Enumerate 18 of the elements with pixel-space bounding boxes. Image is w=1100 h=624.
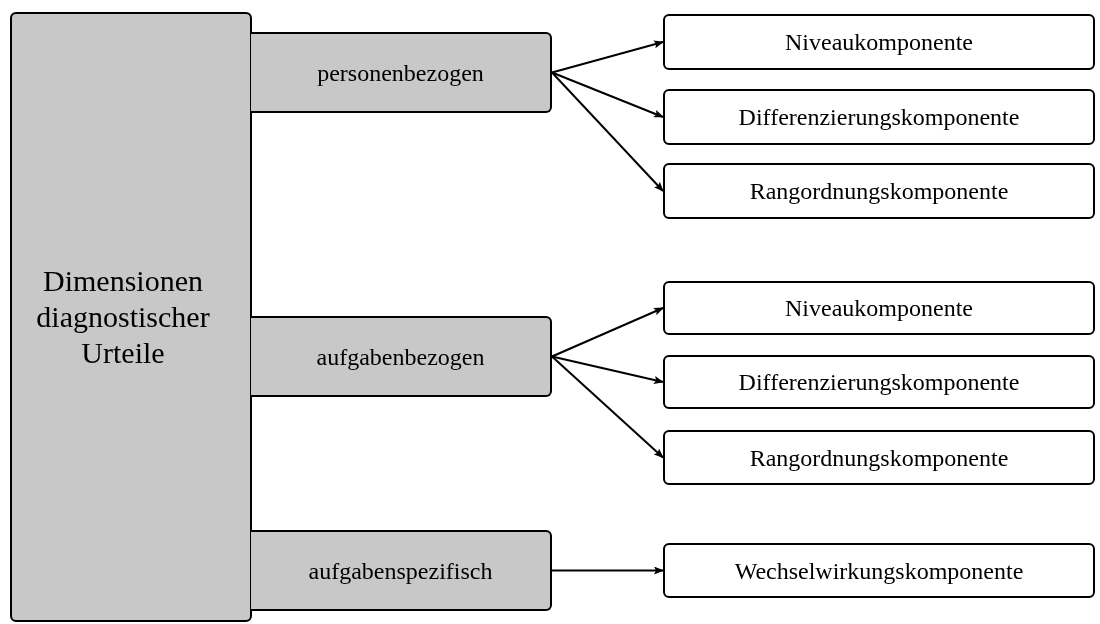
- component-box: Rangordnungskomponente: [663, 163, 1095, 219]
- component-box: Differenzierungskomponente: [663, 355, 1095, 409]
- arrow: [551, 40, 664, 74]
- component-box: Differenzierungskomponente: [663, 89, 1095, 145]
- arrow: [551, 71, 664, 192]
- component-box: Wechselwirkungskomponente: [663, 543, 1095, 598]
- dimension-tab: aufgabenspezifisch: [251, 530, 552, 611]
- arrow: [551, 566, 664, 575]
- arrow: [551, 307, 664, 358]
- dimension-tab: aufgabenbezogen: [251, 316, 552, 397]
- category-panel: Dimensionen diagnostischer Urteile: [10, 12, 252, 622]
- component-box: Niveaukomponente: [663, 281, 1095, 335]
- dimension-tab: personenbezogen: [251, 32, 552, 113]
- arrow: [551, 71, 664, 118]
- arrow: [551, 355, 664, 459]
- component-box: Niveaukomponente: [663, 14, 1095, 70]
- arrow: [551, 355, 664, 384]
- component-box: Rangordnungskomponente: [663, 430, 1095, 485]
